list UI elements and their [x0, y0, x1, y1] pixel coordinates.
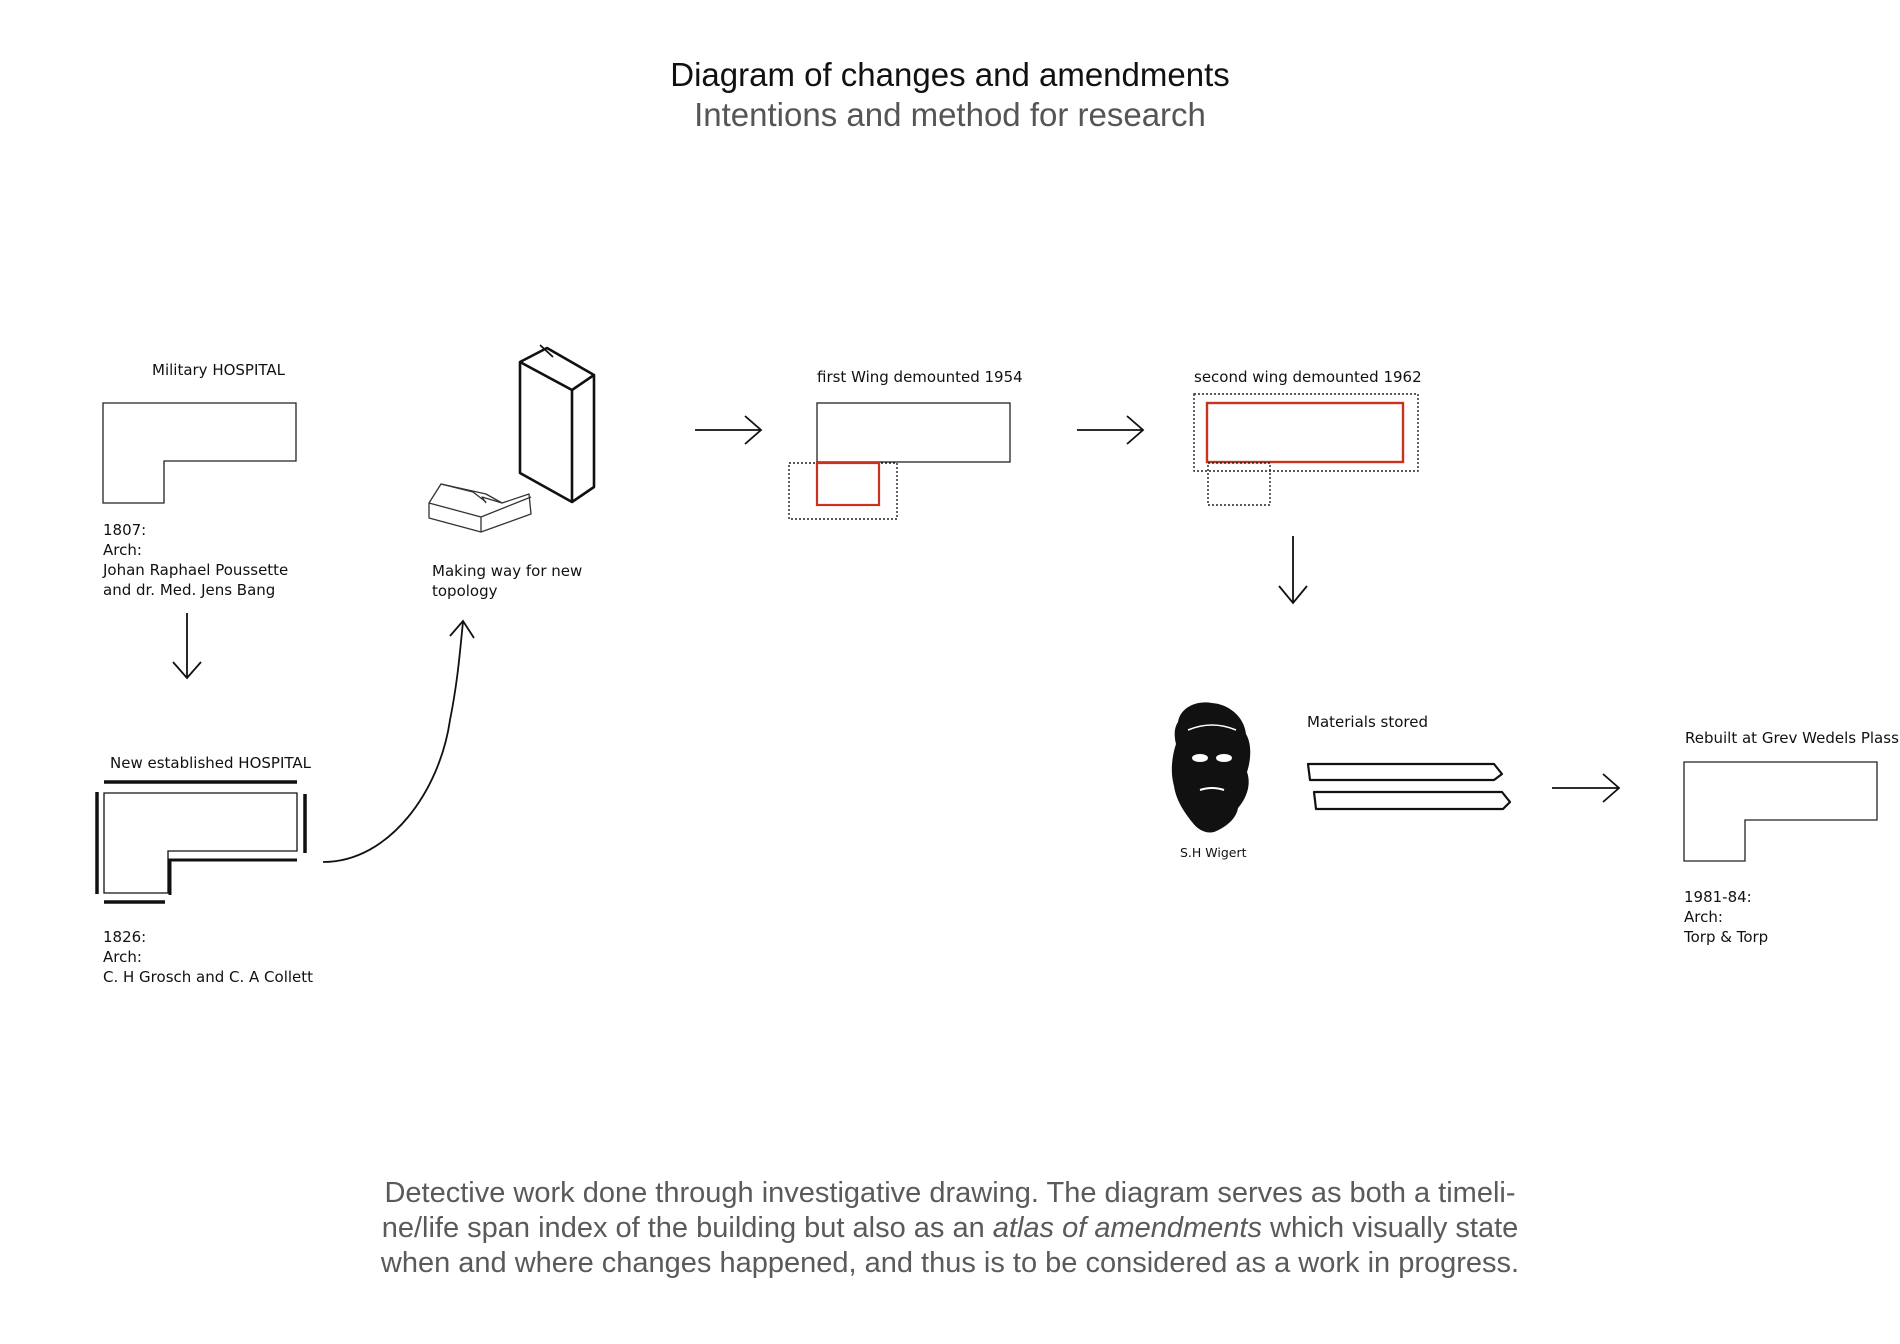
rebuilt-title: Rebuilt at Grev Wedels Plass [1685, 729, 1899, 747]
military-hospital-title: Military HOSPITAL [152, 361, 286, 379]
arrow-down-to-materials [1278, 536, 1308, 605]
rebuilt-info: 1981-84: Arch: Torp & Torp [1684, 887, 1768, 947]
new-hospital-plan [95, 780, 307, 904]
arrow-right-2 [1077, 415, 1145, 445]
portrait-name: S.H Wigert [1180, 845, 1247, 860]
caption-line-1: Detective work done through investigativ… [384, 1177, 1516, 1209]
diagram-title: Diagram of changes and amendments [670, 56, 1230, 93]
new-hospital-architect: C. H Grosch and C. A Collett [103, 968, 314, 986]
military-hospital-arch-label: Arch: [103, 541, 142, 559]
stored-planks [1306, 762, 1512, 811]
new-topology-line-1: Making way for new [432, 562, 583, 580]
first-wing-plan [788, 402, 1011, 520]
new-hospital-year: 1826: [103, 928, 147, 946]
rebuilt-architect: Torp & Torp [1684, 928, 1769, 946]
new-hospital-title: New established HOSPITAL [110, 754, 311, 772]
caption-line-2-end: which visually state [1261, 1212, 1519, 1244]
first-wing-title: first Wing demounted 1954 [817, 368, 1023, 386]
caption-line-2: ne/life span index of the building but a… [330, 1211, 1570, 1246]
military-hospital-plan [102, 402, 297, 504]
l-volume [428, 483, 532, 533]
rebuilt-year: 1981-84: [1684, 888, 1752, 906]
materials-title: Materials stored [1307, 713, 1428, 731]
rebuilt-plan [1683, 761, 1878, 862]
military-hospital-architect: Johan Raphael Poussette [103, 561, 289, 579]
military-hospital-architect-2: and dr. Med. Jens Bang [103, 581, 276, 599]
military-hospital-year: 1807: [103, 521, 147, 539]
second-wing-title: second wing demounted 1962 [1194, 368, 1422, 386]
arrow-right-1 [695, 415, 763, 445]
new-topology-line-2: topology [432, 582, 498, 600]
caption-line-2-start: ne/life span index of the building but a… [381, 1212, 993, 1244]
caption-text: Detective work done through investigativ… [330, 1176, 1570, 1281]
arrow-curve-to-topology [322, 619, 475, 863]
caption-line-3: when and where changes happened, and thu… [380, 1247, 1520, 1279]
new-hospital-arch-label: Arch: [103, 948, 142, 966]
diagram-subtitle: Intentions and method for research [694, 96, 1206, 133]
arrow-down-1807-1826 [172, 613, 202, 680]
tower-volume [518, 344, 596, 504]
rebuilt-arch-label: Arch: [1684, 908, 1723, 926]
arrow-right-3 [1552, 773, 1621, 803]
second-wing-plan [1193, 393, 1419, 506]
portrait-image [1171, 702, 1251, 833]
new-topology-label: Making way for new topology [432, 561, 582, 601]
military-hospital-info: 1807: Arch: Johan Raphael Poussette and … [103, 520, 288, 600]
caption-italic-phrase: atlas of amendments [992, 1212, 1262, 1244]
new-hospital-info: 1826: Arch: C. H Grosch and C. A Collett [103, 927, 313, 987]
